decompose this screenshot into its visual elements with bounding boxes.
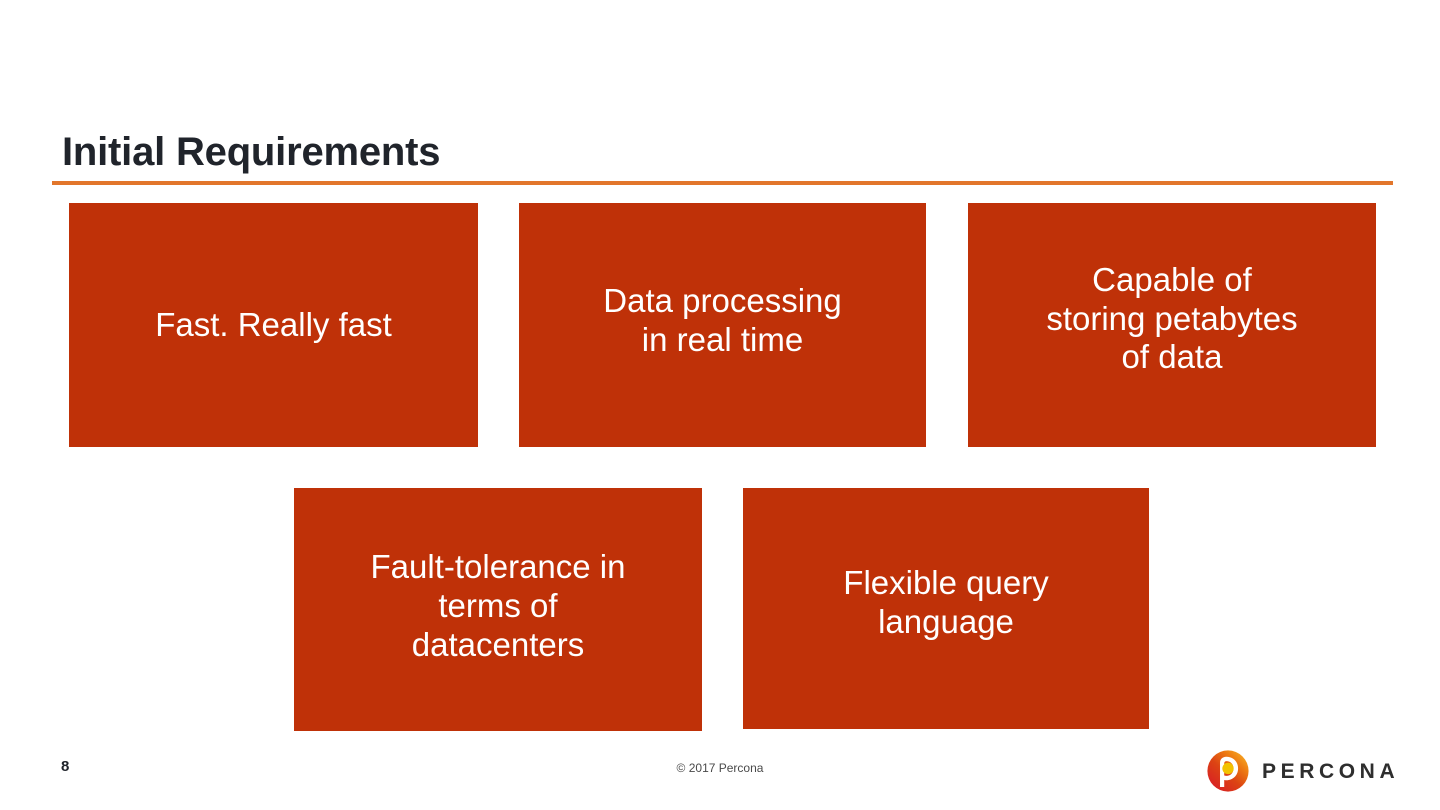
page-number: 8 [61,758,70,775]
requirement-box-query-language: Flexible query language [743,488,1149,729]
page-title: Initial Requirements [62,129,441,174]
requirement-label: Fault-tolerance in terms of datacenters [370,548,626,663]
title-divider-rule [52,181,1393,185]
requirement-box-realtime: Data processing in real time [519,203,926,447]
requirement-box-petabytes: Capable of storing petabytes of data [968,203,1376,447]
requirement-label: Capable of storing petabytes of data [1046,260,1298,376]
percona-logo: PERCONA [1207,749,1397,793]
percona-wordmark: PERCONA [1262,759,1400,783]
requirement-label: Flexible query language [843,563,1049,640]
copyright-notice: © 2017 Percona [676,761,764,775]
percona-p-logo-icon [1207,750,1249,792]
requirement-label: Fast. Really fast [155,305,392,343]
percona-logo-dot [1222,762,1234,775]
requirement-box-fast: Fast. Really fast [69,203,478,447]
requirement-box-fault-tolerance: Fault-tolerance in terms of datacenters [294,488,702,731]
requirement-label: Data processing in real time [603,282,842,358]
